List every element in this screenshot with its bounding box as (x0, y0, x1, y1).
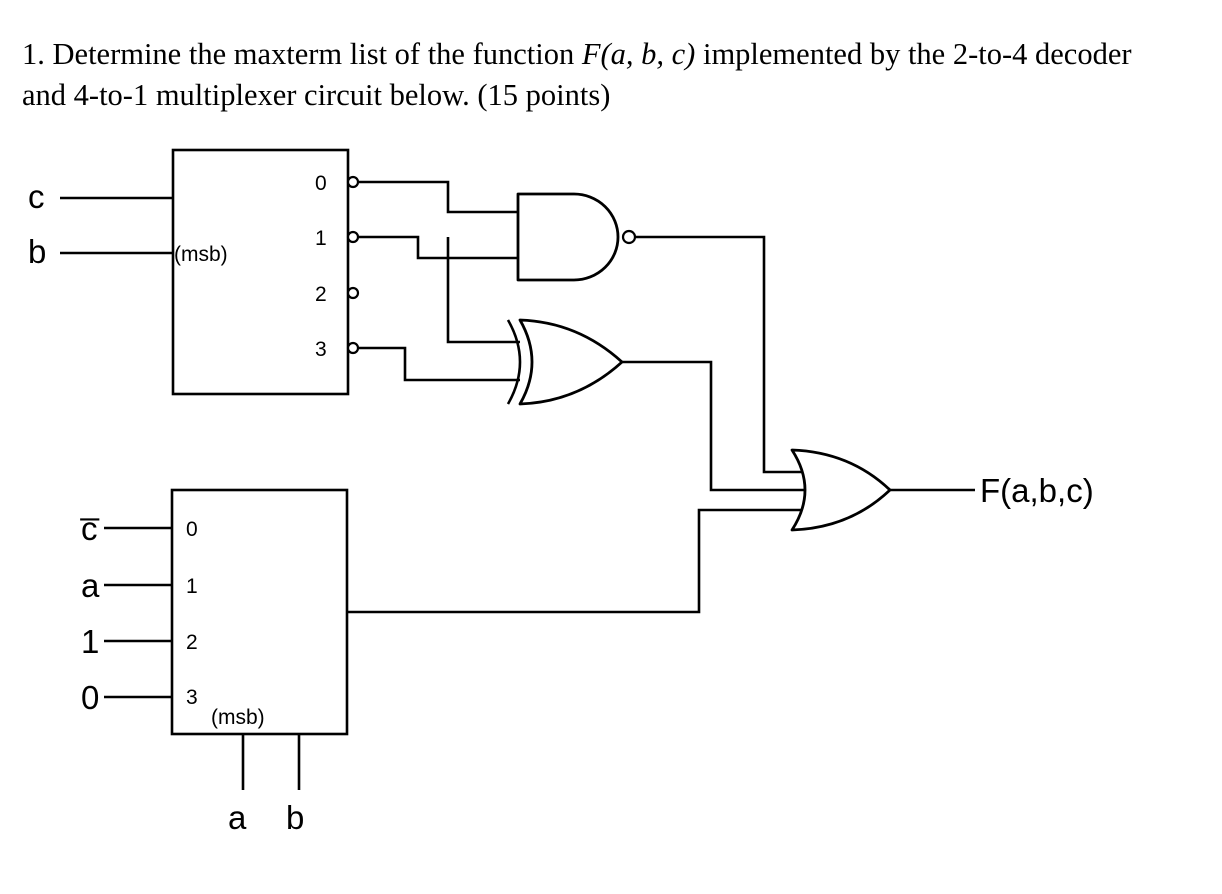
wires (60, 180, 975, 790)
mux-pin-3-label: 3 (186, 686, 198, 709)
mux-select-b-label: b (286, 799, 304, 836)
question-text-before: Determine the maxterm list of the functi… (52, 37, 582, 71)
mux-4to1: c̅ a 1 0 0 1 2 3 (msb) a b (80, 488, 349, 836)
mux-pin-2-label: 2 (186, 631, 198, 654)
wire-mux-out (347, 508, 806, 614)
decoder-2to4: c b (msb) 0 1 2 3 (28, 148, 360, 396)
nand-gate-body (516, 192, 620, 282)
mux-msb-label: (msb) (211, 706, 265, 729)
xnor-gate-body (518, 318, 624, 406)
decoder-msb-label: (msb) (174, 243, 228, 266)
wire-dec-out1-branch (446, 237, 520, 344)
function-expression: F(a, b, c) (581, 37, 696, 71)
mux-select-a-label: a (228, 799, 247, 836)
mux-pin-0-label: 0 (186, 518, 198, 541)
or-gate-body (790, 448, 892, 532)
decoder-output-2-label: 2 (315, 283, 327, 306)
nand-output-bubble (621, 229, 637, 245)
decoder-output-3-bubble (346, 341, 360, 355)
output-label: F(a,b,c) (980, 472, 1094, 509)
mux-pin-1-label: 1 (186, 575, 198, 598)
decoder-output-0-label: 0 (315, 172, 327, 195)
xnor-gate (506, 318, 624, 406)
wire-dec-out0 (358, 180, 518, 214)
wire-dec-out3 (358, 346, 520, 382)
decoder-output-3-label: 3 (315, 338, 327, 361)
mux-box (170, 488, 349, 736)
mux-input-2-signal: 1 (81, 623, 99, 660)
decoder-box (171, 148, 350, 396)
question-text-after: implemented by the 2-to-4 decoder (695, 37, 1132, 71)
decoder-input-b-label: b (28, 233, 46, 270)
decoder-output-1-bubble (346, 230, 360, 244)
mux-input-0-signal: c̅ (80, 510, 100, 547)
mux-input-3-signal: 0 (81, 679, 99, 716)
question-number: 1. (22, 37, 45, 71)
decoder-output-1-label: 1 (315, 227, 327, 250)
xnor-gate-extra-arc (506, 319, 522, 405)
wire-xnor-out (622, 360, 808, 492)
question-line-2: and 4-to-1 multiplexer circuit below. (1… (22, 78, 611, 112)
wire-dec-out1 (358, 235, 518, 260)
decoder-output-0-bubble (346, 175, 360, 189)
or-gate (790, 448, 892, 532)
decoder-input-c-label: c (28, 178, 45, 215)
nand-gate (516, 192, 637, 282)
wire-nand-out (636, 235, 804, 474)
question-text: 1. Determine the maxterm list of the fun… (22, 34, 1217, 116)
decoder-output-2-bubble (346, 286, 360, 300)
mux-input-1-signal: a (81, 567, 100, 604)
